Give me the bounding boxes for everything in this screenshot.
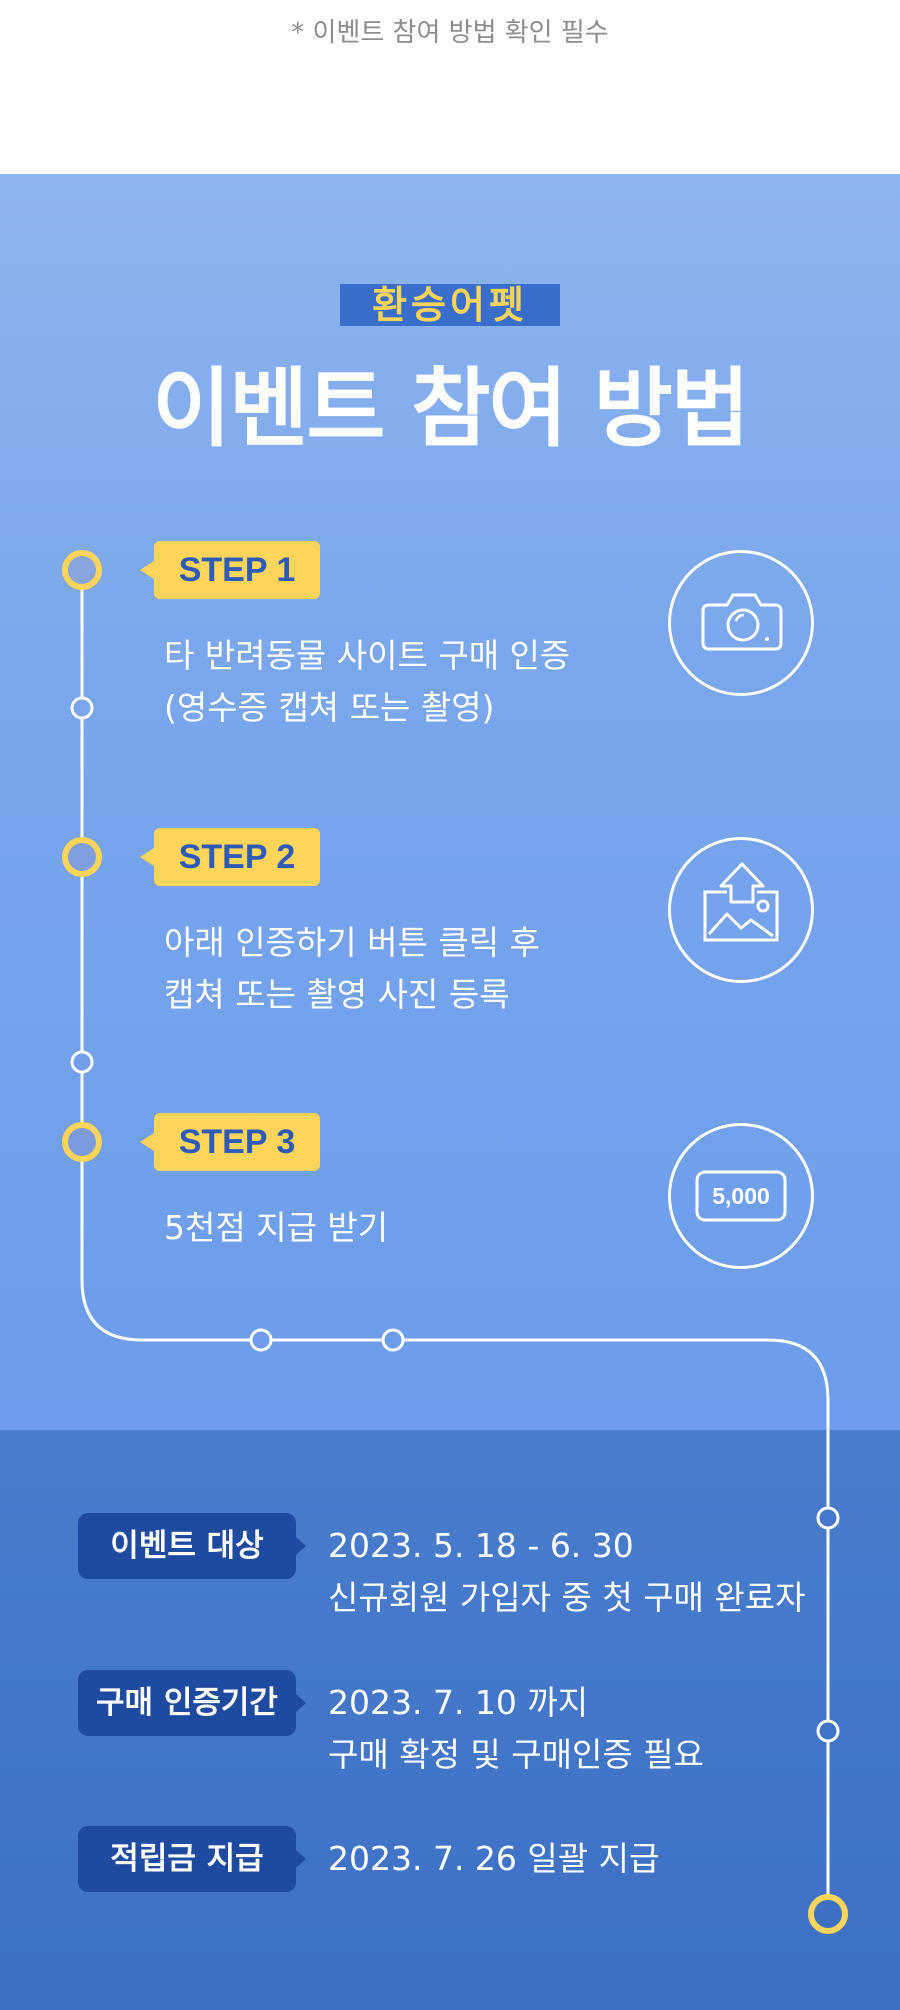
- page-title: 이벤트 참여 방법: [152, 359, 750, 459]
- step-2-line-2: 캡쳐 또는 촬영 사진 등록: [164, 975, 510, 1014]
- info-target-line-1: 2023. 5. 18 - 6. 30: [328, 1526, 634, 1565]
- info-badge-payment: 적립금 지급: [78, 1826, 306, 1892]
- step-3-line-1: 5천점 지급 받기: [164, 1208, 389, 1247]
- point-card-icon: 5,000: [668, 1123, 814, 1269]
- info-period-line-2: 구매 확정 및 구매인증 필요: [328, 1735, 704, 1774]
- info-payment-line-1: 2023. 7. 26 일괄 지급: [328, 1839, 660, 1878]
- step-2-badge: STEP 2: [140, 828, 320, 886]
- top-note: * 이벤트 참여 방법 확인 필수: [291, 18, 609, 48]
- info-text-period: 2023. 7. 10 까지 구매 확정 및 구매인증 필요: [328, 1677, 848, 1781]
- step-2-text: 아래 인증하기 버튼 클릭 후 캡쳐 또는 촬영 사진 등록: [164, 917, 644, 1021]
- info-text-target: 2023. 5. 18 - 6. 30 신규회원 가입자 중 첫 구매 완료자: [328, 1520, 848, 1624]
- step-2-line-1: 아래 인증하기 버튼 클릭 후: [164, 923, 540, 962]
- camera-icon: [668, 550, 814, 696]
- info-badge-period: 구매 인증기간: [78, 1670, 306, 1736]
- step-1-text: 타 반려동물 사이트 구매 인증 (영수증 캡쳐 또는 촬영): [164, 630, 644, 734]
- step-1-line-1: 타 반려동물 사이트 구매 인증: [164, 636, 571, 675]
- info-badge-target: 이벤트 대상: [78, 1513, 306, 1579]
- info-period-line-1: 2023. 7. 10 까지: [328, 1683, 589, 1722]
- step-1-line-2: (영수증 캡쳐 또는 촬영): [164, 688, 495, 727]
- step-3-badge: STEP 3: [140, 1113, 320, 1171]
- step-1-badge: STEP 1: [140, 541, 320, 599]
- info-target-line-2: 신규회원 가입자 중 첫 구매 완료자: [328, 1578, 806, 1617]
- brand-tag: 환승어펫: [340, 284, 560, 326]
- point-card-amount: 5,000: [712, 1183, 770, 1209]
- image-upload-icon: [668, 837, 814, 983]
- step-3-text: 5천점 지급 받기: [164, 1202, 644, 1254]
- info-text-payment: 2023. 7. 26 일괄 지급: [328, 1833, 848, 1885]
